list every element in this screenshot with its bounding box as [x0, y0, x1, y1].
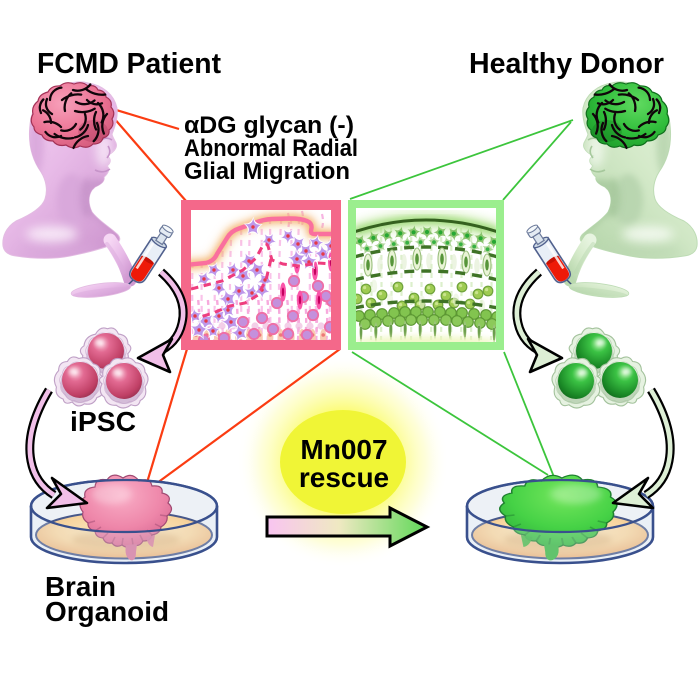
svg-text:αDG glycan (-): αDG glycan (-) — [184, 112, 354, 139]
svg-text:rescue: rescue — [299, 462, 389, 493]
svg-text:Glial Migration: Glial Migration — [184, 158, 350, 185]
svg-text:Healthy Donor: Healthy Donor — [469, 48, 664, 80]
svg-text:Mn007: Mn007 — [300, 434, 387, 465]
svg-text:FCMD Patient: FCMD Patient — [37, 48, 221, 80]
svg-text:iPSC: iPSC — [70, 406, 136, 437]
svg-text:Brain: Brain — [45, 571, 116, 602]
svg-text:Abnormal Radial: Abnormal Radial — [184, 135, 358, 162]
svg-text:Organoid: Organoid — [45, 596, 169, 627]
